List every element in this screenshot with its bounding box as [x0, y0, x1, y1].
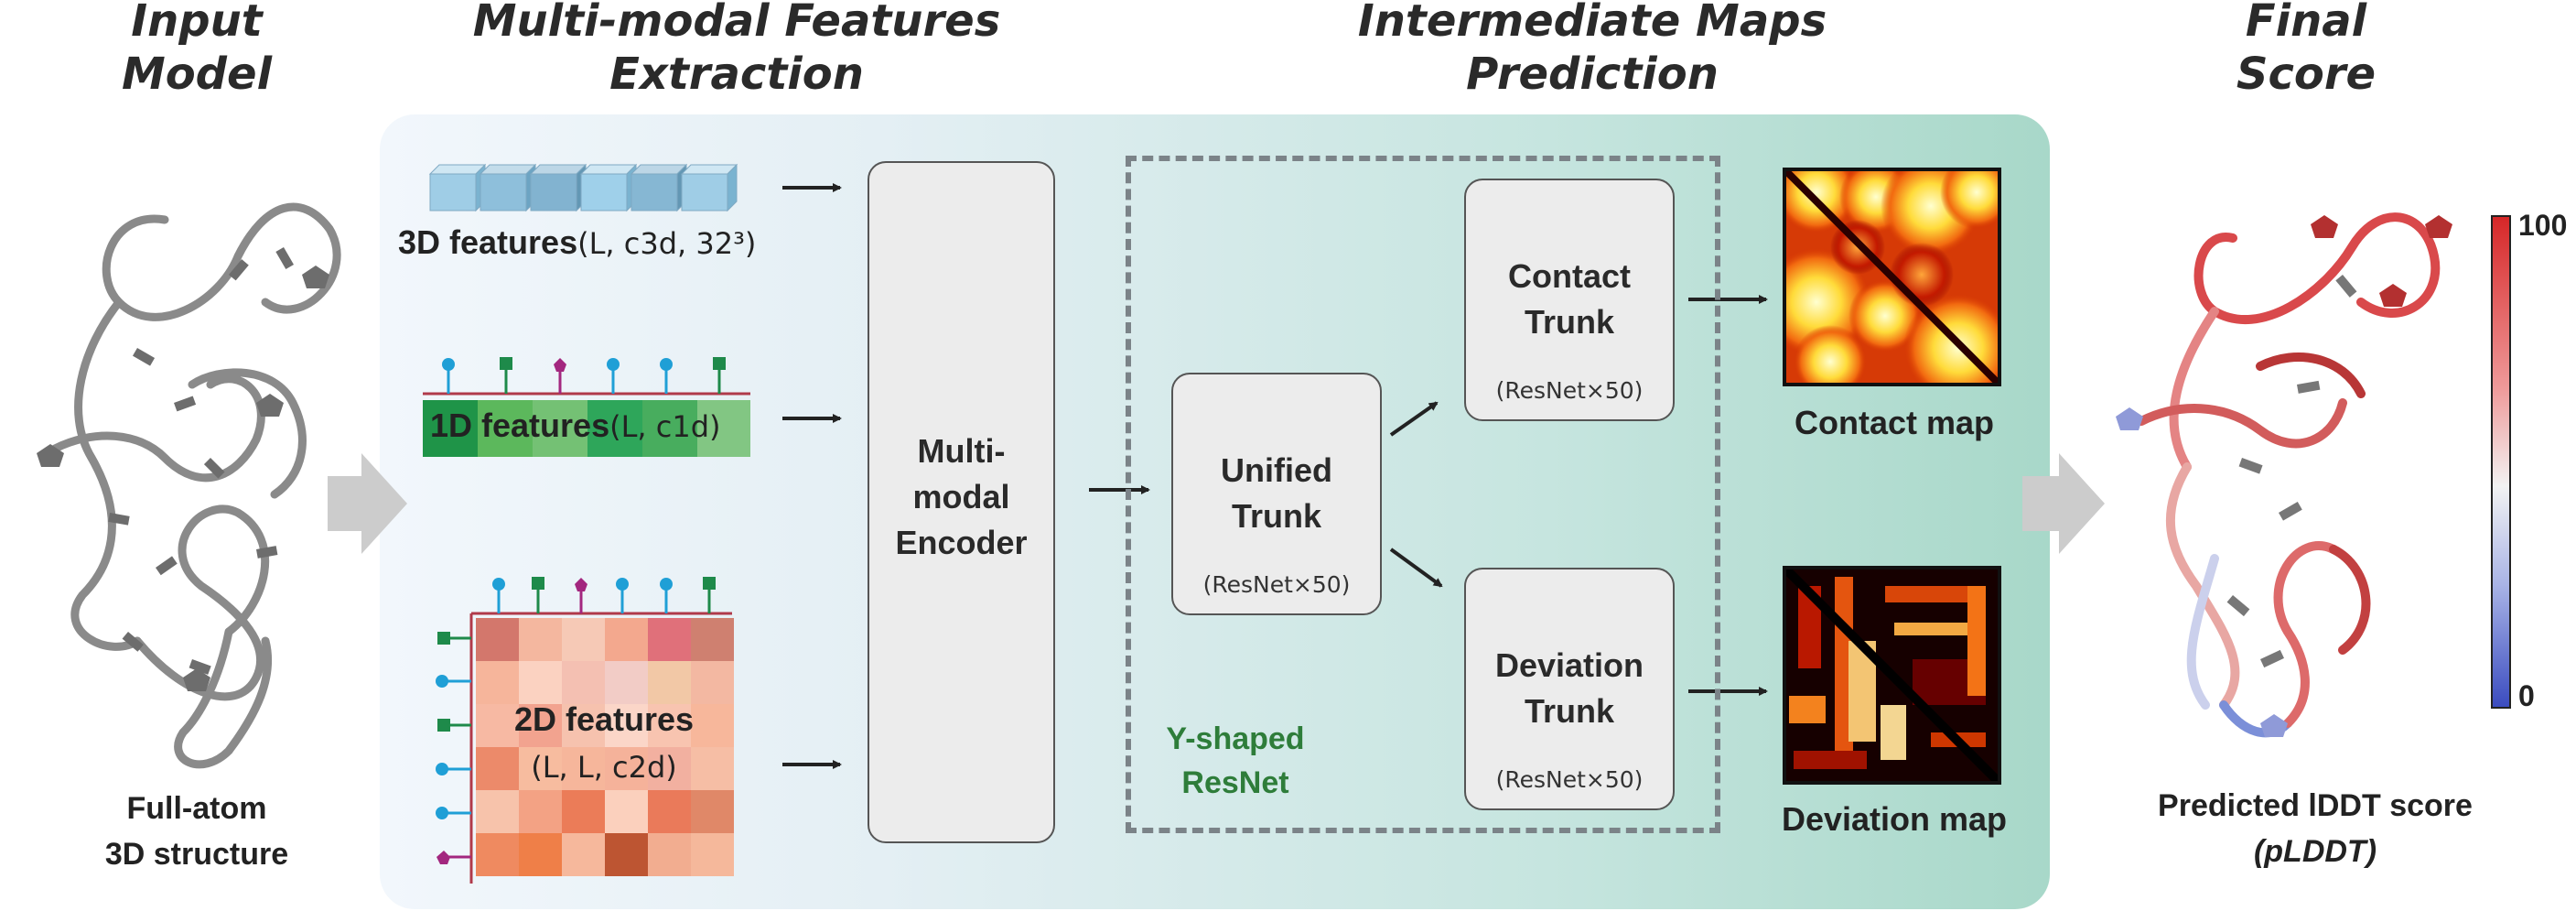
y-shaped-resnet-region: [1126, 156, 1720, 833]
deviation-map-label: Deviation map: [1781, 800, 2008, 838]
contact-map-label: Contact map: [1794, 404, 1995, 441]
colorbar-min-label: 0: [2518, 679, 2535, 712]
3d-features-label: 3D features(L, c3d, 32³): [398, 223, 757, 261]
colorbar-max-label: 100: [2518, 209, 2568, 242]
unified-trunk-block: Unified Trunk (ResNet×50): [1171, 373, 1382, 615]
multimodal-encoder-block: Multi- modal Encoder: [868, 161, 1055, 843]
contact-trunk-block: Contact Trunk (ResNet×50): [1464, 179, 1675, 421]
output-caption: Predicted lDDT score (pLDDT): [2158, 788, 2473, 869]
1d-features-label: 1D features(L, c1d): [430, 407, 721, 444]
2d-features-label: 2D features (L, L, c2d): [513, 700, 695, 785]
plddt-colorbar: [2491, 215, 2511, 709]
deviation-trunk-block: Deviation Trunk (ResNet×50): [1464, 568, 1675, 810]
